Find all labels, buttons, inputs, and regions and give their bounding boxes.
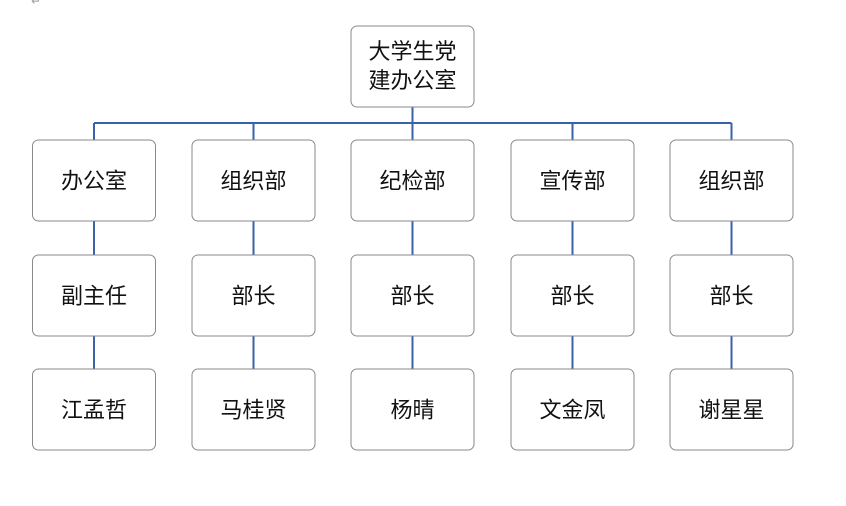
person-node: 文金凤	[510, 368, 635, 451]
department-node-label: 纪检部	[379, 170, 445, 195]
department-node-box	[669, 139, 794, 222]
role-node-box	[350, 254, 475, 337]
connector-lines	[93, 107, 733, 369]
root-node: 大学生党 建办公室	[350, 25, 475, 108]
department-node-label: 组织部	[698, 170, 764, 195]
role-node-box	[510, 254, 635, 337]
role-node-box	[669, 254, 794, 337]
person-node-label: 杨晴	[390, 399, 434, 424]
role-node-label: 副主任	[61, 285, 127, 310]
root-node-box	[350, 25, 475, 108]
department-node-box	[32, 139, 156, 222]
role-node-label: 部长	[231, 285, 275, 310]
person-node-label: 谢星星	[698, 399, 764, 424]
person-node-label: 文金凤	[539, 399, 605, 424]
role-node-label: 部长	[550, 285, 594, 310]
root-node-label-line-1: 大学生党	[368, 40, 456, 65]
root-node-label-line-2: 建办公室	[368, 69, 456, 94]
person-node-box	[191, 368, 316, 451]
department-node: 宣传部	[510, 139, 635, 222]
department-node: 组织部	[191, 139, 316, 222]
role-node: 部长	[510, 254, 635, 337]
person-node: 杨晴	[350, 368, 475, 451]
role-node: 副主任	[32, 254, 156, 337]
role-node-label: 部长	[709, 285, 753, 310]
paragraph-return-icon: ↵	[31, 0, 42, 8]
person-node-box	[669, 368, 794, 451]
department-node-label: 宣传部	[539, 170, 605, 195]
person-node-label: 马桂贤	[220, 399, 286, 424]
person-node: 马桂贤	[191, 368, 316, 451]
department-node-box	[350, 139, 475, 222]
role-node-label: 部长	[390, 285, 434, 310]
role-node-box	[191, 254, 316, 337]
role-node: 部长	[669, 254, 794, 337]
person-node-box	[350, 368, 475, 451]
person-node-box	[32, 368, 156, 451]
person-node: 谢星星	[669, 368, 794, 451]
department-node: 组织部	[669, 139, 794, 222]
department-node: 办公室	[32, 139, 156, 222]
role-node: 部长	[191, 254, 316, 337]
department-node-label: 办公室	[61, 170, 127, 195]
department-node-box	[191, 139, 316, 222]
department-node-label: 组织部	[220, 170, 286, 195]
person-node-label: 江孟哲	[61, 399, 127, 424]
department-node: 纪检部	[350, 139, 475, 222]
role-node: 部长	[350, 254, 475, 337]
person-node: 江孟哲	[32, 368, 156, 451]
person-node-box	[510, 368, 635, 451]
department-node-box	[510, 139, 635, 222]
role-node-box	[32, 254, 156, 337]
